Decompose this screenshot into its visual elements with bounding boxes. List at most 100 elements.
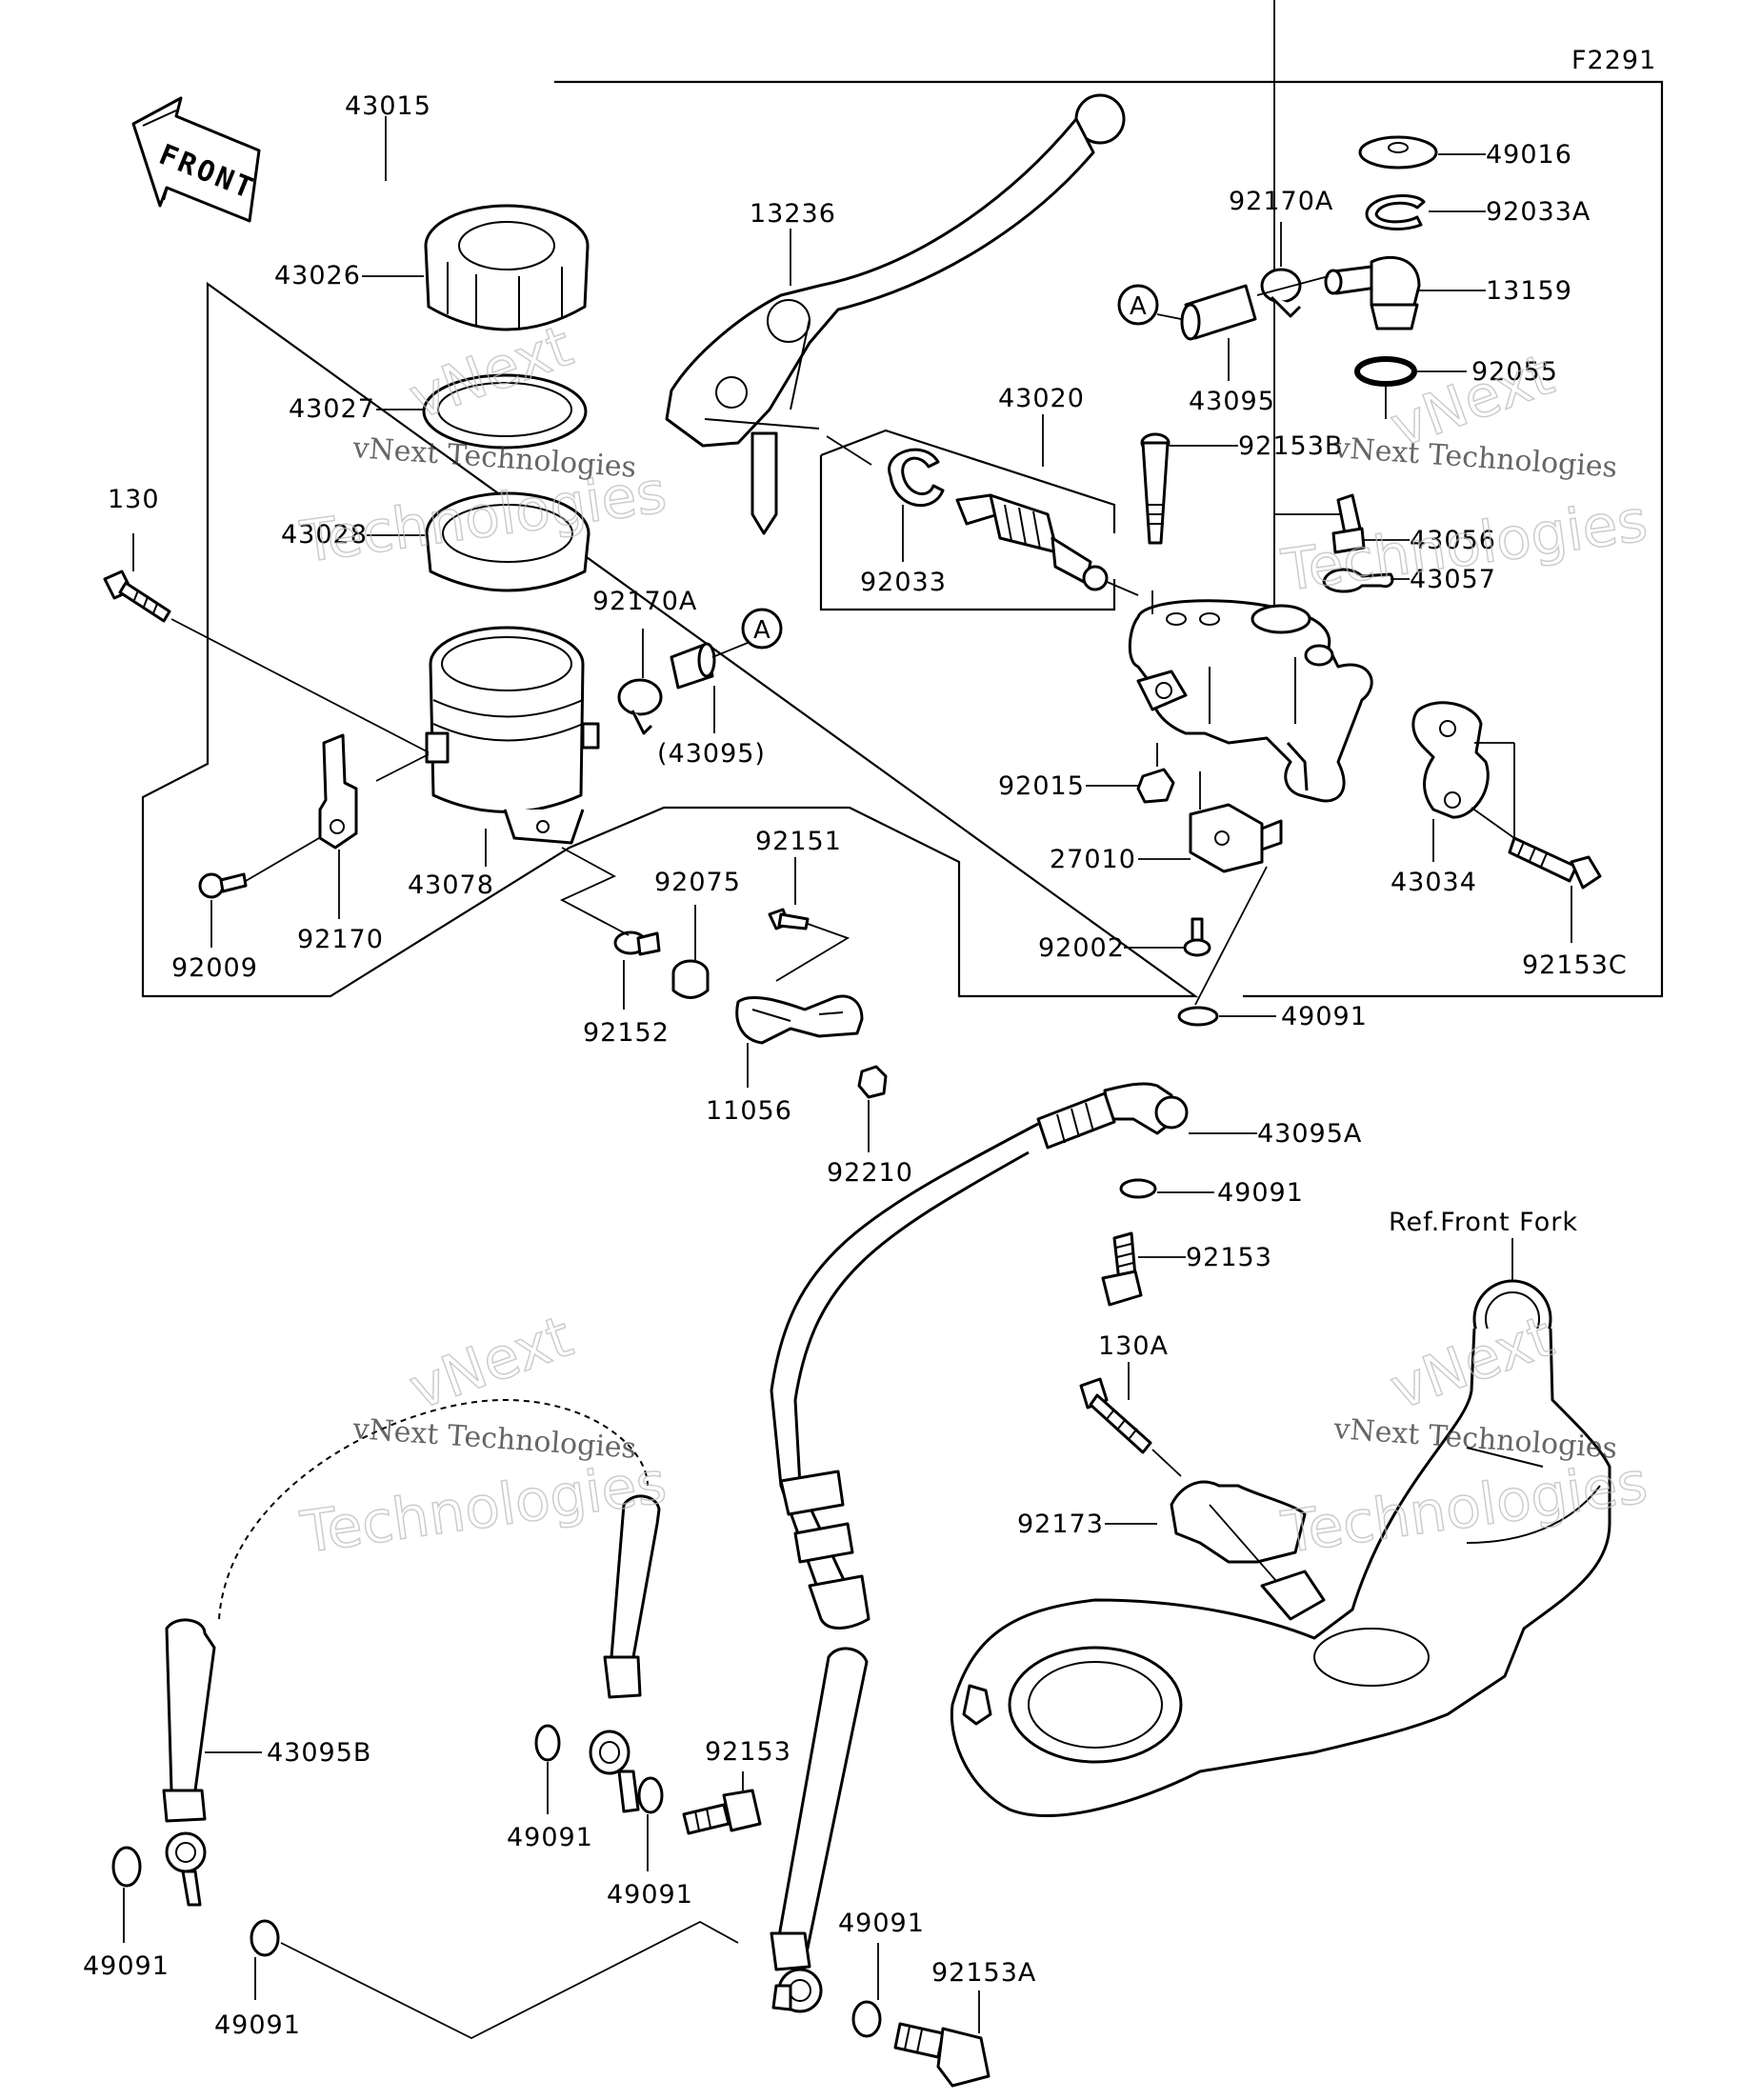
label-92153c: 92153C (1522, 950, 1628, 980)
screw-92009 (198, 872, 248, 899)
piston-kit-border (819, 429, 1116, 611)
washer-49091-a (1177, 1006, 1219, 1027)
hose-43095b (165, 1618, 216, 1792)
label-43095: 43095 (1189, 387, 1275, 416)
label-92015: 92015 (998, 771, 1085, 801)
washer-49091-b (1119, 1178, 1157, 1199)
screw-92002 (1183, 917, 1211, 957)
label-49091-d: 49091 (607, 1880, 693, 1910)
label-92170: 92170 (297, 925, 384, 954)
label-92151: 92151 (755, 827, 842, 856)
hose-dashed-loop (218, 1398, 649, 1620)
label-49016: 49016 (1486, 140, 1572, 170)
diaphragm-plate (422, 373, 588, 450)
bleeder-cap (1322, 568, 1394, 593)
label-92033: 92033 (860, 568, 947, 597)
svg-text:Technologies: Technologies (296, 1450, 670, 1567)
cap-49016 (1358, 135, 1438, 170)
label-43027: 43027 (289, 394, 375, 424)
banjo-bolt-92153-b (682, 1789, 762, 1835)
label-43095-paren: (43095) (657, 739, 766, 769)
label-27010: 27010 (1050, 845, 1136, 874)
label-43028: 43028 (281, 520, 368, 550)
label-92153-b: 92153 (705, 1737, 791, 1767)
collar-92152 (613, 930, 661, 956)
banjo-lower-main (770, 1931, 823, 2013)
label-92210: 92210 (827, 1158, 913, 1188)
screw-92151 (768, 908, 810, 930)
washer-49091-d (637, 1776, 664, 1814)
svg-text:vNext: vNext (401, 1303, 581, 1423)
bleeder-valve (1331, 493, 1366, 554)
label-43020: 43020 (998, 384, 1085, 413)
label-92153-a: 92153 (1186, 1243, 1272, 1272)
label-13236: 13236 (750, 199, 836, 229)
bracket-92170 (318, 733, 358, 850)
watermark-top-left: vNext Technologies vNext Technologies (296, 312, 671, 577)
ref-front-fork: Ref.Front Fork (1389, 1208, 1578, 1237)
diaphragm (425, 491, 590, 592)
bolt-130a (1079, 1377, 1152, 1454)
label-43015: 43015 (345, 91, 431, 121)
brake-switch (1189, 803, 1283, 873)
reservoir-cap (424, 204, 590, 331)
label-92153b: 92153B (1238, 431, 1343, 461)
label-49091-f: 49091 (214, 2010, 301, 2040)
label-43095a: 43095A (1257, 1119, 1362, 1149)
svg-text:vNext Technologies: vNext Technologies (1331, 431, 1618, 485)
circlip-92033a (1365, 194, 1426, 230)
bolt-130 (103, 570, 171, 623)
banjo-bolt-92153-a (1101, 1231, 1143, 1307)
hose-stub-43095-paren (670, 642, 716, 690)
washer-49091-g (851, 2000, 882, 2038)
washer-49091-f (250, 1919, 280, 1957)
label-11056: 11056 (706, 1096, 792, 1126)
reservoir-assembly-border (141, 80, 1664, 998)
label-92170a-right: 92170A (1229, 187, 1333, 216)
bracket-11056 (735, 994, 864, 1045)
brake-hose-main (770, 1122, 1039, 1620)
label-13159: 13159 (1486, 276, 1572, 306)
label-49091-g: 49091 (838, 1909, 925, 1938)
callout-a-left (741, 608, 783, 650)
hose-sleeve (774, 1470, 870, 1964)
clamp-92170a-left (617, 678, 663, 735)
label-49091-b: 49091 (1217, 1178, 1304, 1208)
bolt-92153b (1140, 432, 1171, 545)
washer-49091-e (111, 1846, 142, 1888)
label-92173: 92173 (1017, 1510, 1104, 1539)
nut-92210 (857, 1065, 888, 1099)
label-43056: 43056 (1410, 526, 1496, 555)
o-ring-92055 (1354, 356, 1417, 387)
label-49091-a: 49091 (1281, 1002, 1368, 1031)
clamp-43034 (1411, 701, 1490, 819)
brake-lever (665, 93, 1126, 535)
figure-id: F2291 (1571, 46, 1656, 75)
washer-49091-c (534, 1724, 561, 1762)
label-92055: 92055 (1471, 357, 1558, 387)
nut-92015 (1136, 768, 1175, 804)
label-92033a: 92033A (1486, 197, 1591, 227)
bracket-92173 (1170, 1480, 1326, 1621)
triple-clamp-bracket (950, 1279, 1611, 1817)
watermark-top-right: vNext Technologies vNext Technologies (1277, 341, 1652, 606)
callout-a-right-text: A (1130, 292, 1147, 321)
circlip-92033 (888, 448, 945, 507)
label-49091-c: 49091 (507, 1823, 593, 1852)
label-49091-e: 49091 (83, 1951, 170, 1981)
label-43026: 43026 (274, 261, 361, 290)
label-43078: 43078 (408, 870, 494, 900)
hose-43095 (1180, 284, 1257, 341)
banjo-43095a (1036, 1082, 1189, 1150)
watermark-bottom-left: vNext Technologies vNext Technologies (296, 1303, 671, 1568)
label-130a: 130A (1098, 1331, 1169, 1361)
clamp-92170a-right (1260, 268, 1302, 318)
label-92170a-left: 92170A (592, 587, 697, 616)
banjo-bolt-92153a (893, 2022, 991, 2088)
label-43057: 43057 (1410, 565, 1496, 594)
label-92009: 92009 (171, 953, 258, 983)
master-cylinder-body (1128, 599, 1373, 803)
label-92153a: 92153A (931, 1958, 1036, 1988)
bushing-92075 (671, 959, 710, 999)
